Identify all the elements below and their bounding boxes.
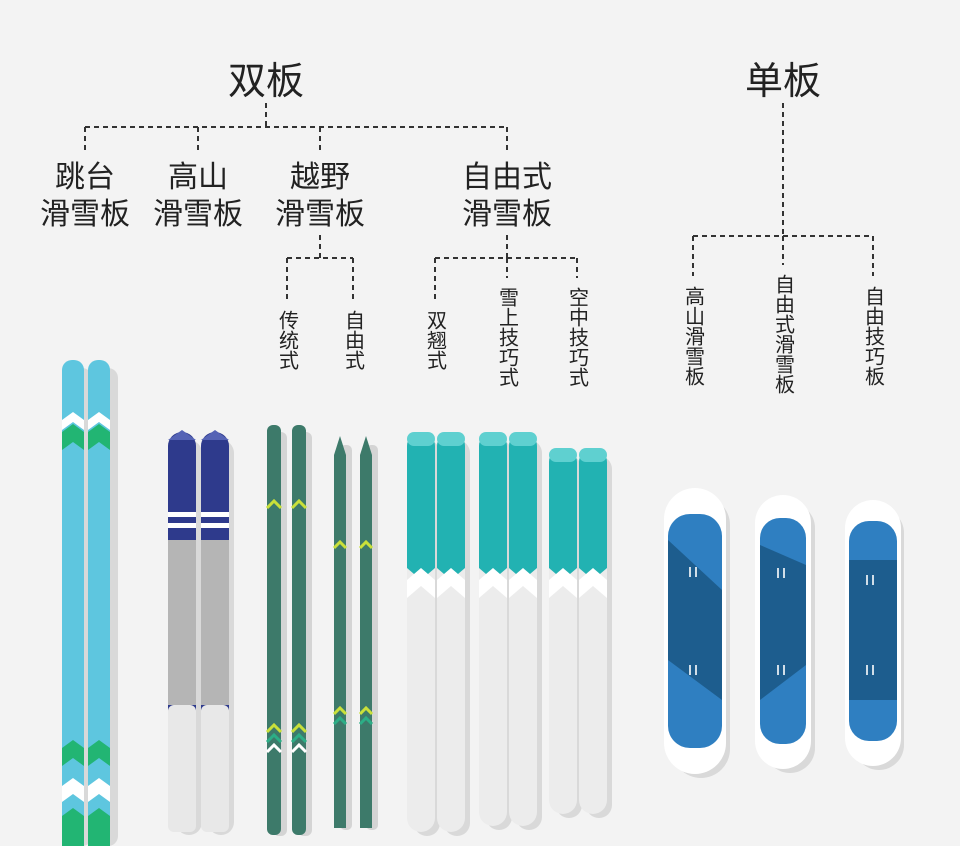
- xc-ski-label: 越野 滑雪板: [275, 159, 365, 233]
- xc-free-label: 自由式: [341, 310, 366, 370]
- xc-ski-line2: 滑雪板: [275, 197, 365, 232]
- freestyle-ski-label: 自由式 滑雪板: [462, 159, 552, 233]
- double-board-title: 双板: [227, 59, 305, 103]
- alpine-ski-line1: 高山: [168, 160, 228, 195]
- jump-ski-label: 跳台 滑雪板: [40, 159, 130, 233]
- tree-connectors: [84, 103, 874, 300]
- moguls-label: 雪上技巧式: [495, 287, 520, 387]
- xc-free-skis: [332, 436, 378, 830]
- xc-ski-line1: 越野: [290, 160, 350, 195]
- freestyle-ski-line2: 滑雪板: [462, 197, 552, 232]
- alpine-board-label: 高山滑雪板: [681, 286, 706, 386]
- freestyle-board-label: 自由式滑雪板: [771, 274, 796, 394]
- snowboards: [664, 488, 904, 778]
- alpine-ski-label: 高山 滑雪板: [153, 159, 243, 233]
- single-board-title: 单板: [744, 59, 822, 103]
- alpine-skis: [168, 430, 234, 835]
- freeride-board-label: 自由技巧板: [861, 286, 886, 386]
- xc-classic-label: 传统式: [275, 310, 300, 370]
- xc-classic-skis: [265, 425, 312, 836]
- twin-tip-label: 双翘式: [423, 310, 448, 370]
- jump-skis: [62, 360, 118, 846]
- aerials-label: 空中技巧式: [565, 287, 590, 387]
- jump-ski-line2: 滑雪板: [40, 197, 130, 232]
- freestyle-skis: [407, 432, 612, 836]
- jump-ski-line1: 跳台: [55, 160, 115, 195]
- alpine-ski-line2: 滑雪板: [153, 197, 243, 232]
- freestyle-ski-line1: 自由式: [462, 160, 552, 195]
